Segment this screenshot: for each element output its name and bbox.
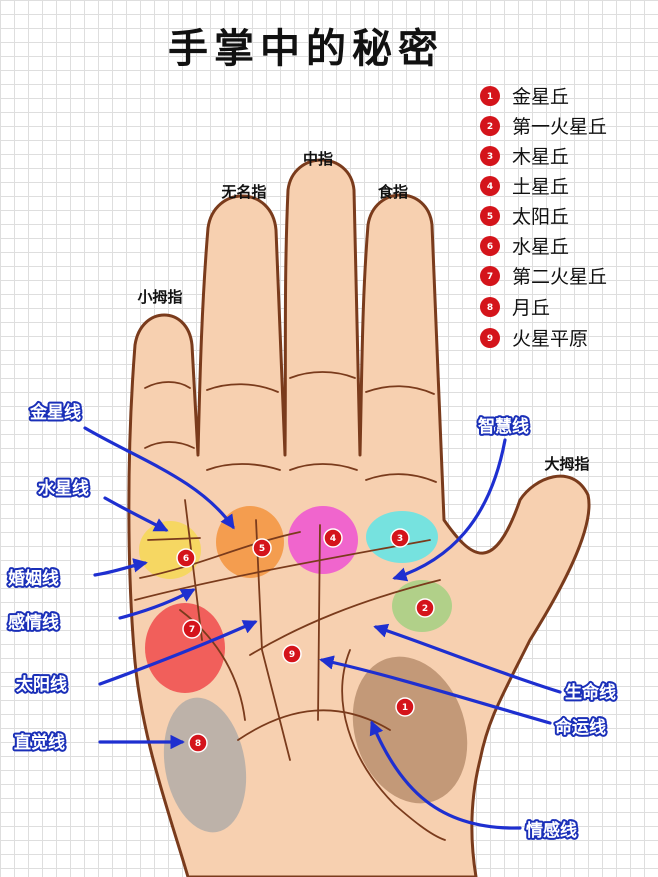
badge-4: 4	[323, 528, 343, 548]
svg-text:8: 8	[487, 303, 493, 313]
wisdom-line	[249, 579, 441, 656]
svg-text:8: 8	[195, 739, 201, 749]
legend-item: 8 月丘	[480, 297, 550, 319]
svg-text:3: 3	[397, 534, 403, 544]
hand-outline	[127, 158, 591, 877]
badge-6: 6	[176, 548, 196, 568]
label-wisdom-line: 智慧线	[478, 416, 529, 437]
marriage-line	[147, 537, 201, 541]
legend-item: 1 金星丘	[480, 86, 569, 108]
svg-text:5: 5	[259, 544, 265, 554]
finger-label-thumb: 大拇指	[544, 455, 589, 473]
svg-text:4: 4	[487, 182, 493, 192]
svg-text:3: 3	[487, 152, 493, 162]
svg-text:1: 1	[487, 92, 493, 102]
arrow-mercury-line	[103, 496, 169, 532]
svg-text:太阳丘: 太阳丘	[512, 206, 569, 228]
head-line	[139, 531, 301, 579]
arrow-emotion-line	[369, 720, 522, 830]
label-fate-line: 命运线	[554, 717, 606, 738]
badge-9: 9	[282, 644, 302, 664]
svg-text:9: 9	[487, 334, 493, 344]
label-marriage-line: 婚姻线	[8, 568, 59, 589]
finger-label-index: 食指	[378, 183, 408, 201]
legend-item: 5 太阳丘	[480, 206, 569, 228]
svg-text:6: 6	[487, 242, 493, 252]
finger-label-middle: 中指	[303, 150, 333, 168]
label-intuition-line: 直觉线	[14, 732, 65, 753]
arrow-sun-line	[98, 620, 258, 686]
svg-text:5: 5	[487, 212, 493, 222]
fate-line	[317, 524, 321, 721]
svg-text:水星丘: 水星丘	[512, 236, 569, 258]
svg-text:月丘: 月丘	[512, 297, 550, 319]
label-life-line: 生命线	[565, 682, 616, 703]
heart-line	[134, 539, 431, 601]
legend-item: 3 木星丘	[480, 146, 569, 168]
svg-text:1: 1	[402, 703, 408, 713]
svg-text:木星丘: 木星丘	[512, 146, 569, 168]
svg-text:7: 7	[487, 272, 493, 282]
legend-item: 2 第一火星丘	[480, 116, 607, 138]
sun-line	[255, 519, 291, 761]
label-emotion-line: 情感线	[526, 820, 577, 841]
svg-text:金星丘: 金星丘	[512, 86, 569, 108]
arrow-life-line	[373, 623, 562, 694]
life-line	[341, 649, 446, 841]
svg-text:6: 6	[183, 554, 189, 564]
badge-7: 7	[182, 619, 202, 639]
badge-3: 3	[390, 528, 410, 548]
mount-7-blob	[145, 603, 225, 693]
mount-1-blob	[352, 656, 468, 804]
arrow-venus-line	[83, 426, 235, 530]
badge-2: 2	[415, 598, 435, 618]
arrow-fate-line	[319, 655, 552, 725]
legend-item: 6 水星丘	[480, 236, 569, 258]
legend-item: 9 火星平原	[480, 328, 588, 350]
svg-text:土星丘: 土星丘	[512, 176, 569, 198]
arrow-marriage-line	[93, 558, 148, 577]
label-mercury-line: 水星线	[38, 478, 89, 499]
svg-text:7: 7	[189, 625, 195, 635]
label-venus-line: 金星线	[29, 402, 81, 423]
page-title: 手掌中的秘密	[168, 26, 444, 72]
badge-5: 5	[252, 538, 272, 558]
mount-8-blob	[163, 697, 247, 833]
svg-text:4: 4	[330, 534, 336, 544]
svg-text:9: 9	[289, 650, 295, 660]
legend-item: 4 土星丘	[480, 176, 569, 198]
legend-item: 7 第二火星丘	[480, 266, 607, 288]
mercury-line	[184, 499, 203, 641]
label-heart-line: 感情线	[8, 612, 59, 633]
badge-8: 8	[188, 733, 208, 753]
arrow-heart-line	[118, 588, 196, 620]
svg-text:火星平原: 火星平原	[512, 328, 588, 350]
finger-label-ring: 无名指	[220, 183, 266, 201]
finger-label-little: 小拇指	[137, 288, 182, 306]
label-sun-line: 太阳线	[16, 674, 67, 695]
svg-text:2: 2	[422, 604, 428, 614]
badge-1: 1	[395, 697, 415, 717]
arrow-wisdom-line	[392, 438, 507, 582]
svg-text:第二火星丘: 第二火星丘	[512, 266, 607, 288]
legend: 1 金星丘 2 第一火星丘 3 木星丘 4 土星丘 5 太阳丘 6 水星丘	[480, 86, 607, 350]
svg-text:2: 2	[487, 122, 493, 132]
svg-text:第一火星丘: 第一火星丘	[512, 116, 607, 138]
